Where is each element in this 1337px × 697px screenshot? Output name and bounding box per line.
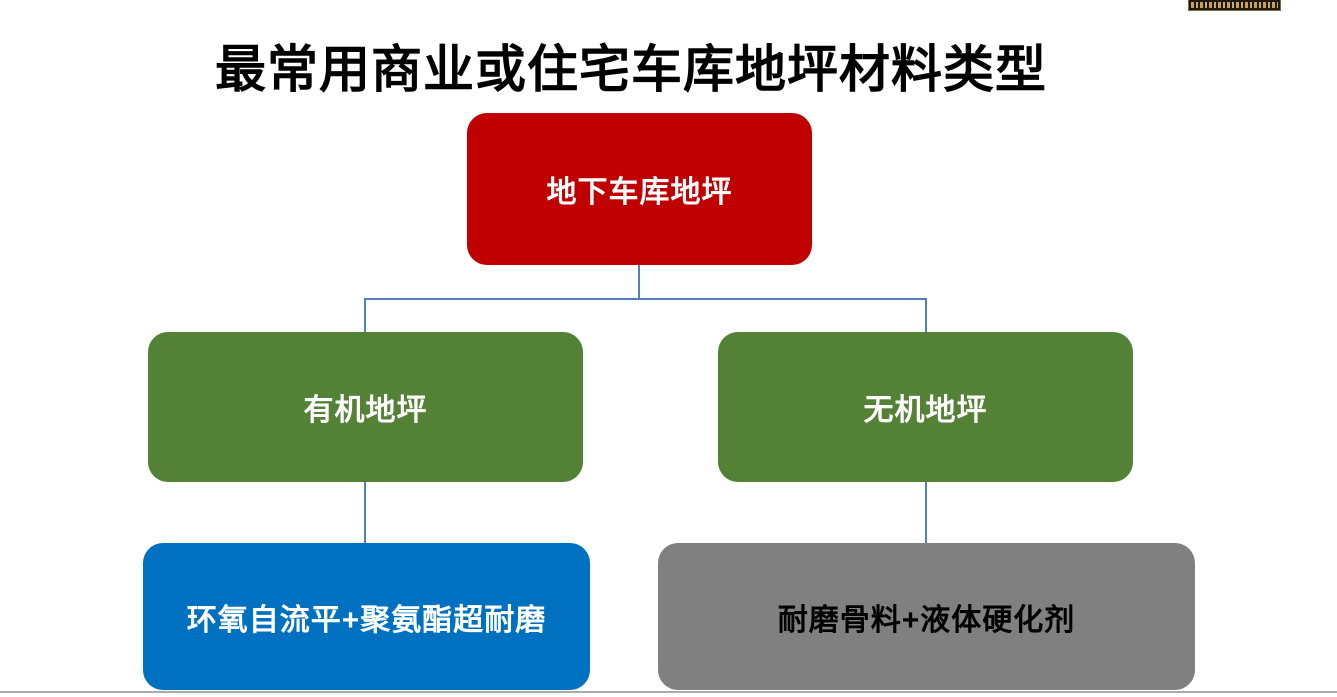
node-aggregate-hardener: 耐磨骨料+液体硬化剂 — [658, 543, 1195, 690]
connector-right-upper — [925, 298, 927, 334]
page-title: 最常用商业或住宅车库地坪材料类型 — [214, 41, 1047, 98]
node-epoxy-polyurethane: 环氧自流平+聚氨酯超耐磨 — [143, 543, 590, 690]
watermark-logo — [1188, 0, 1281, 11]
connector-horizontal — [365, 298, 927, 300]
node-organic-floor: 有机地坪 — [148, 332, 583, 482]
connector-root-drop — [638, 265, 640, 299]
bottom-divider-line — [0, 691, 1337, 693]
node-inorganic-floor: 无机地坪 — [718, 332, 1133, 482]
watermark-glyphs — [1191, 2, 1278, 8]
connector-right-lower — [925, 482, 927, 544]
node-underground-garage-floor: 地下车库地坪 — [467, 113, 812, 265]
connector-left-upper — [364, 298, 366, 334]
connector-left-lower — [364, 482, 366, 544]
